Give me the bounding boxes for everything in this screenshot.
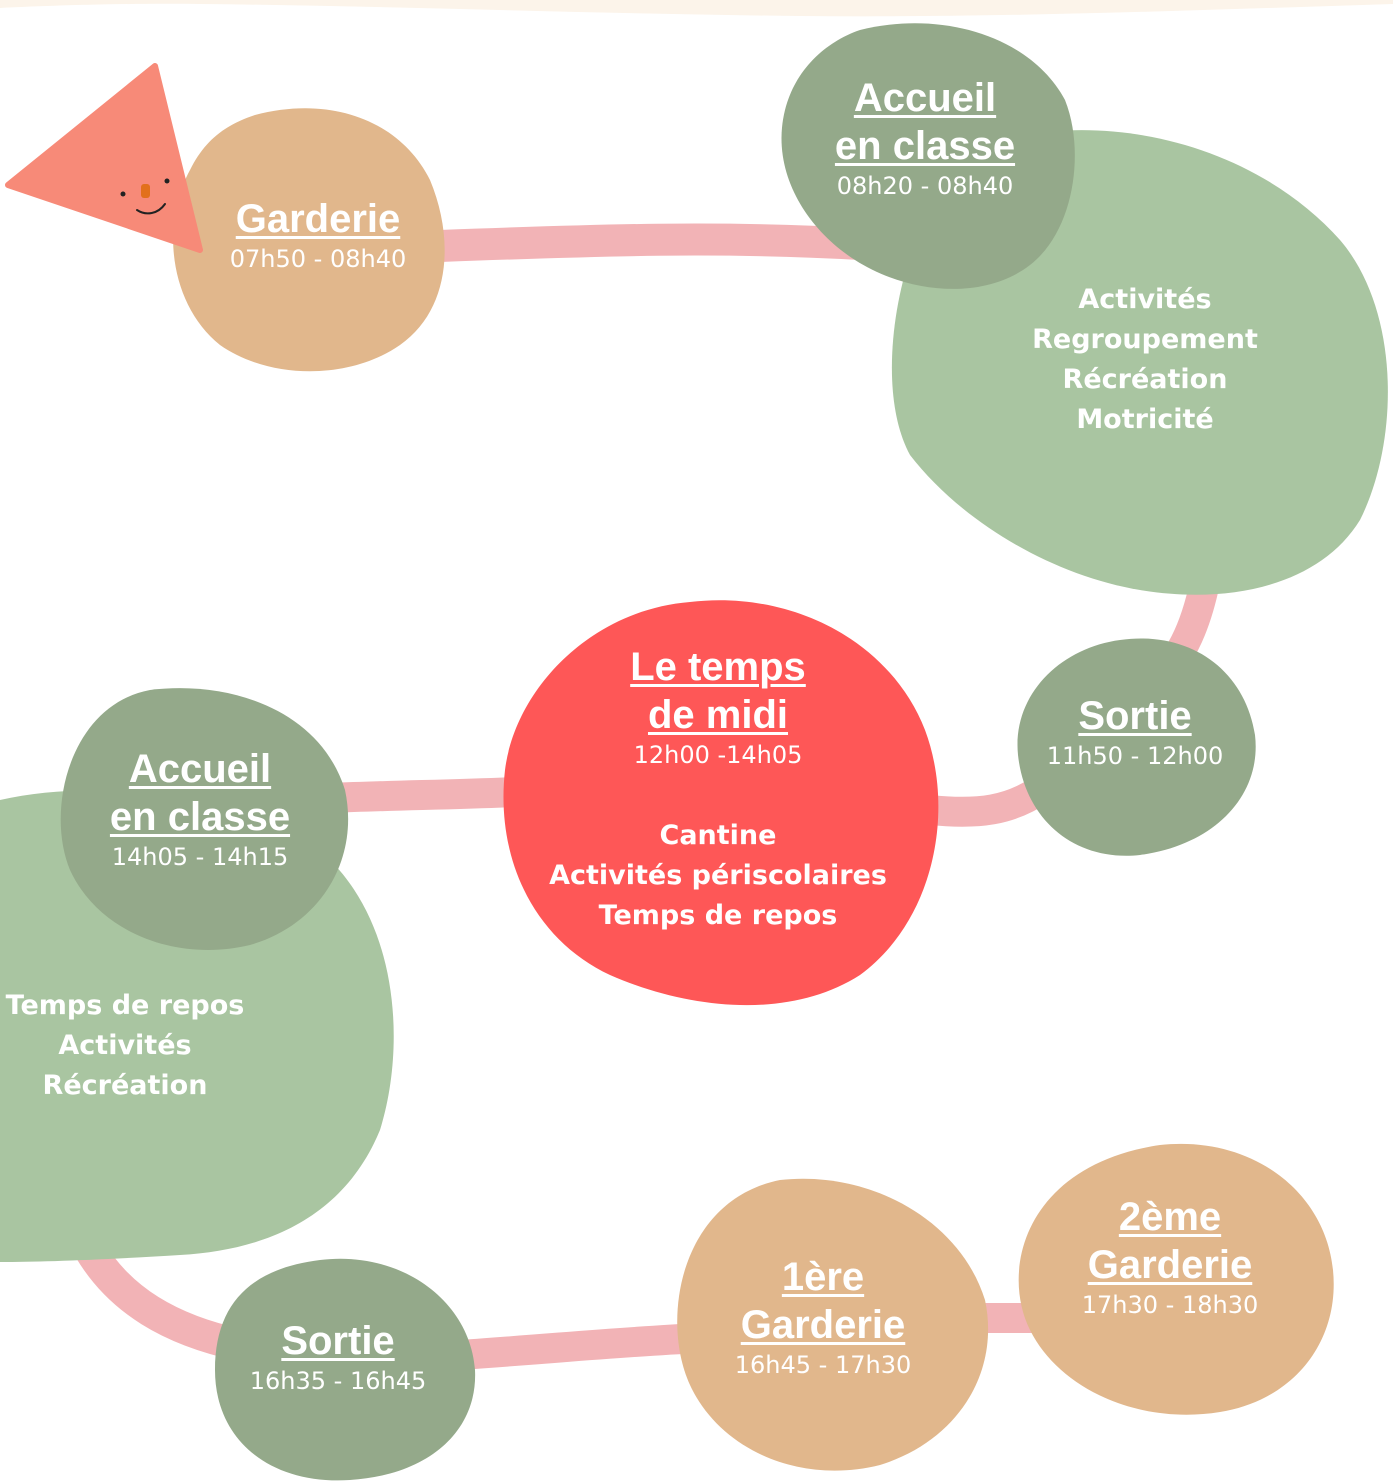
blob-accueil-aprem [60,688,349,950]
step-time: 08h20 - 08h40 [836,172,1014,200]
activity-item: Temps de repos [5,990,245,1021]
step-garderie-2: 2ème Garderie 17h30 - 18h30 [1055,1193,1285,1321]
step-title-line1: 2ème [1118,1195,1222,1239]
step-title: Sortie [1078,694,1192,738]
step-title-line2: en classe [109,795,291,839]
step-accueil-matin: Accueil en classe 08h20 - 08h40 [790,74,1060,202]
step-title-line2: de midi [647,693,789,737]
step-time: 14h05 - 14h15 [111,843,289,871]
step-title-line1: Le temps [630,645,806,689]
step-garderie-morning: Garderie 07h50 - 08h40 [200,195,436,275]
aprem-activities-list: Temps de repos Activités Récréation [0,986,250,1106]
step-time: 12h00 -14h05 [633,741,803,769]
path-segment-evening [445,1323,715,1370]
activity-item: Cantine [659,820,777,851]
step-temps-de-midi: Le temps de midi 12h00 -14h05 [560,643,876,771]
step-sortie-midi: Sortie 11h50 - 12h00 [1030,692,1240,772]
step-title-line1: Accueil [853,76,997,120]
blob-midi [503,600,939,1006]
step-time: 07h50 - 08h40 [229,245,407,273]
step-garderie-1: 1ère Garderie 16h45 - 17h30 [705,1253,941,1381]
step-title: Sortie [281,1319,395,1363]
midi-activities-list: Cantine Activités périscolaires Temps de… [520,816,916,936]
step-time: 17h30 - 18h30 [1081,1291,1259,1319]
step-time: 16h45 - 17h30 [734,1351,912,1379]
step-title-line1: Accueil [128,747,272,791]
activity-item: Regroupement [1032,324,1258,355]
blob-garderie-morning [173,108,445,372]
step-time: 11h50 - 12h00 [1046,742,1224,770]
blob-garderie-2 [1018,1143,1334,1415]
step-title-line1: 1ère [781,1255,865,1299]
step-title-line2: en classe [834,124,1016,168]
smiling-triangle-mascot-icon [5,63,203,253]
step-time: 16h35 - 16h45 [249,1367,427,1395]
step-title-line2: Garderie [1087,1243,1253,1287]
matin-activities-list: Activités Regroupement Récréation Motric… [990,280,1300,440]
path-segment-to-midi [915,775,1055,827]
blob-accueil-matin [781,23,1075,289]
blob-sortie-soir [215,1258,476,1481]
blob-garderie-1 [677,1178,989,1471]
activity-item: Récréation [1062,364,1228,395]
activity-item: Activités [58,1030,192,1061]
blob-sortie-midi [1017,638,1256,856]
activity-item: Activités [1078,284,1212,315]
step-accueil-aprem: Accueil en classe 14h05 - 14h15 [70,745,330,873]
step-sortie-soir: Sortie 16h35 - 16h45 [230,1317,446,1397]
top-decoration-band [0,0,1393,17]
step-title: Garderie [235,197,401,241]
activity-item: Récréation [42,1070,208,1101]
step-title-line2: Garderie [740,1303,906,1347]
path-segment-morning [424,223,876,262]
activity-item: Activités périscolaires [549,860,887,891]
activity-item: Motricité [1076,404,1214,435]
path-segment-to-afternoon [315,777,530,813]
path-segment-to-sortie-evening [74,1234,256,1361]
activity-item: Temps de repos [598,900,838,931]
